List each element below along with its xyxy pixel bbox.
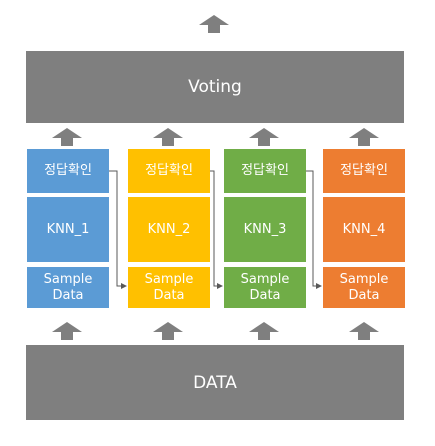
connector-2-3 xyxy=(210,170,223,289)
sample-data-box-1: Sample Data xyxy=(27,267,109,308)
up-arrow-icon xyxy=(249,322,279,340)
sample-label: Sample Data xyxy=(43,271,93,303)
up-arrow-icon xyxy=(349,322,379,340)
connector-1-2 xyxy=(109,170,127,289)
sample-data-box-4: Sample Data xyxy=(323,267,405,308)
sample-label: Sample Data xyxy=(144,271,194,303)
sample-data-box-3: Sample Data xyxy=(224,267,306,308)
check-label: 정답확인 xyxy=(44,163,92,178)
voting-box: Voting xyxy=(26,51,404,123)
model-label: KNN_1 xyxy=(46,221,90,237)
connector-3-4 xyxy=(306,170,322,289)
model-label: KNN_4 xyxy=(342,221,386,237)
up-arrow-icon xyxy=(52,322,82,340)
up-arrow-icon xyxy=(52,128,82,146)
check-label: 정답확인 xyxy=(241,163,289,178)
sample-label: Sample Data xyxy=(339,271,389,303)
check-label: 정답확인 xyxy=(340,163,388,178)
check-box-4: 정답확인 xyxy=(323,149,405,193)
check-box-2: 정답확인 xyxy=(128,149,210,193)
check-box-1: 정답확인 xyxy=(27,149,109,193)
up-arrow-icon xyxy=(349,128,379,146)
sample-data-box-2: Sample Data xyxy=(128,267,210,308)
model-label: KNN_2 xyxy=(147,221,191,237)
output-arrow-icon xyxy=(199,15,229,33)
model-box-knn4: KNN_4 xyxy=(323,197,405,262)
up-arrow-icon xyxy=(153,128,183,146)
model-label: KNN_3 xyxy=(243,221,287,237)
sample-label: Sample Data xyxy=(240,271,290,303)
data-label: DATA xyxy=(193,372,237,393)
data-box: DATA xyxy=(26,345,404,420)
model-box-knn2: KNN_2 xyxy=(128,197,210,262)
up-arrow-icon xyxy=(249,128,279,146)
model-box-knn3: KNN_3 xyxy=(224,197,306,262)
model-box-knn1: KNN_1 xyxy=(27,197,109,262)
up-arrow-icon xyxy=(153,322,183,340)
voting-label: Voting xyxy=(188,77,242,97)
check-box-3: 정답확인 xyxy=(224,149,306,193)
check-label: 정답확인 xyxy=(145,163,193,178)
